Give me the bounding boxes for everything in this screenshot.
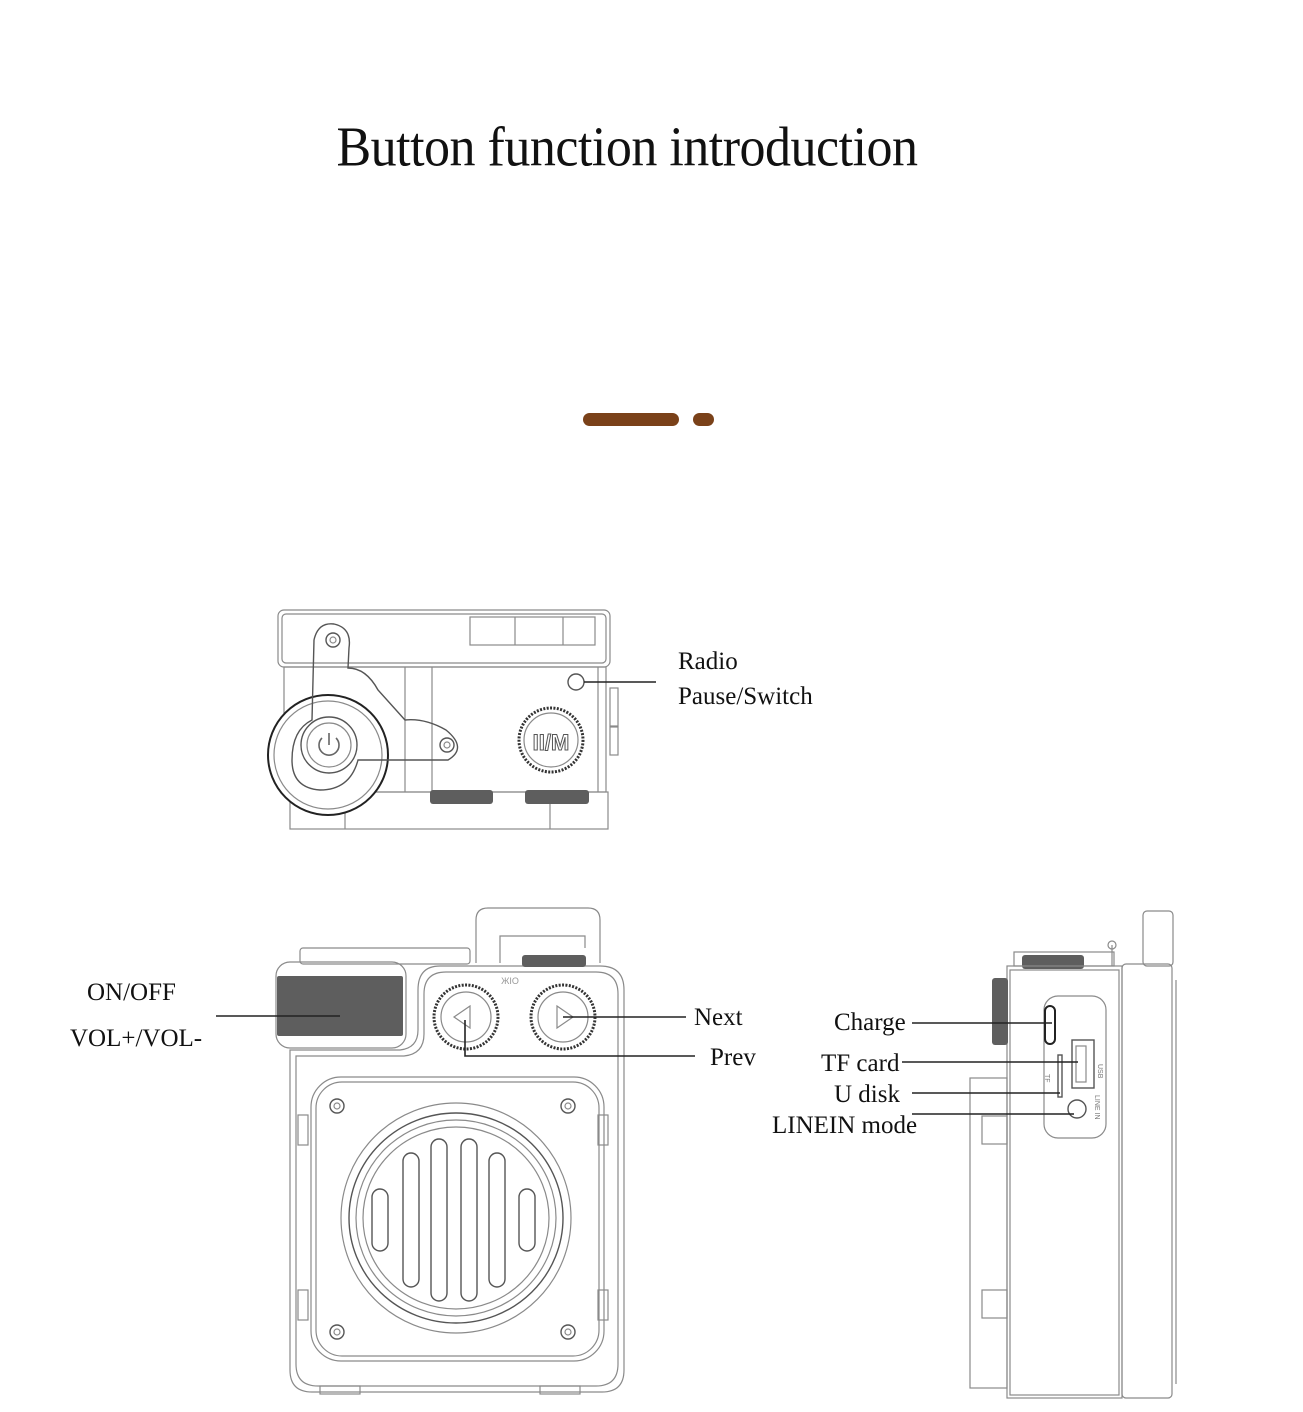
prev-triangle-icon [452, 1004, 471, 1030]
label-prev: Prev [710, 1044, 756, 1071]
next-triangle-icon [556, 1004, 575, 1030]
prev-button-drawing [432, 983, 500, 1051]
label-linein-mode: LINEIN mode [772, 1112, 918, 1139]
power-icon [318, 733, 340, 756]
mode-knob-label: II/M [533, 730, 570, 755]
tf-slot [1057, 1054, 1063, 1098]
linein-port-label: LINE IN [1093, 1095, 1100, 1120]
linein-jack [1067, 1099, 1087, 1119]
side-view-drawing: USB TF LINE IN [902, 910, 1177, 1399]
label-next: Next [694, 1004, 743, 1031]
label-tf-card: TF card [821, 1050, 900, 1077]
label-radio: Radio [678, 648, 738, 675]
svg-text:ЖIO: ЖIO [501, 976, 519, 986]
volume-knob [277, 976, 403, 1036]
tf-port-label: TF [1043, 1074, 1050, 1083]
label-u-disk: U disk [834, 1081, 900, 1108]
label-volume: VOL+/VOL- [70, 1025, 203, 1052]
divider-dot [693, 413, 714, 426]
page-title: Button function introduction [336, 116, 918, 179]
front-view-drawing: ЖIO [216, 907, 695, 1395]
label-charge: Charge [834, 1009, 906, 1036]
label-on-off: ON/OFF [87, 979, 176, 1006]
top-view-drawing: II/M [267, 609, 656, 830]
usb-port-label: USB [1096, 1064, 1103, 1079]
callout-line-prev [464, 1020, 695, 1057]
label-pause-switch: Pause/Switch [678, 683, 813, 710]
usb-c-port [1044, 1005, 1056, 1045]
divider-bar [583, 413, 679, 426]
usb-port [1071, 1039, 1095, 1089]
